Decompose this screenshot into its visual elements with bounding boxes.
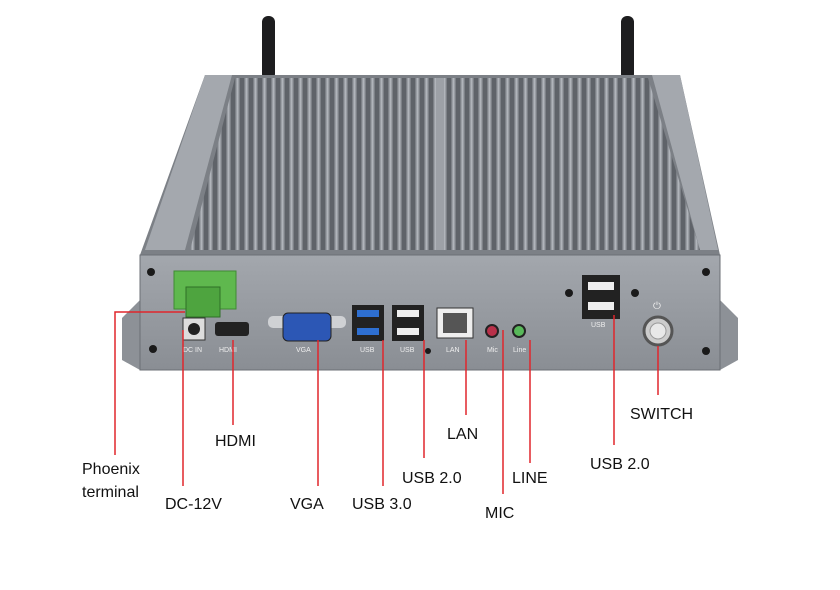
callout-usb2-right: USB 2.0 xyxy=(590,456,650,473)
power-icon: ⏻ xyxy=(653,301,661,312)
panel-label-usb-right: USB xyxy=(591,322,606,329)
callout-phoenix: Phoenix xyxy=(82,461,140,478)
hdmi-port xyxy=(215,322,249,336)
panel-label-line: Line xyxy=(513,347,526,354)
callout-lines xyxy=(114,311,659,494)
antenna-left xyxy=(262,16,275,80)
antenna-right xyxy=(621,16,634,80)
vga-port xyxy=(282,312,332,342)
panel-label-usb2: USB xyxy=(400,347,415,354)
callout-line: LINE xyxy=(512,470,548,487)
callout-vga: VGA xyxy=(290,496,324,513)
line-jack xyxy=(512,324,526,338)
callout-dc-12v: DC-12V xyxy=(165,496,222,513)
panel-label-vga: VGA xyxy=(296,347,311,354)
mic-jack xyxy=(485,324,499,338)
callout-usb2: USB 2.0 xyxy=(402,470,462,487)
callout-hdmi: HDMI xyxy=(215,433,256,450)
usb2-ports-right xyxy=(582,275,620,319)
callout-usb3: USB 3.0 xyxy=(352,496,412,513)
callout-mic: MIC xyxy=(485,505,515,522)
callout-switch: SWITCH xyxy=(630,406,694,423)
callout-terminal: terminal xyxy=(82,484,139,501)
panel-label-usb3: USB xyxy=(360,347,375,354)
callout-lan: LAN xyxy=(447,426,479,443)
panel-label-hdmi: HDMI xyxy=(219,347,237,354)
panel-label-dc-in: DC IN xyxy=(183,347,202,354)
panel-label-lan: LAN xyxy=(446,347,460,354)
panel-label-mic: Mic xyxy=(487,347,498,354)
